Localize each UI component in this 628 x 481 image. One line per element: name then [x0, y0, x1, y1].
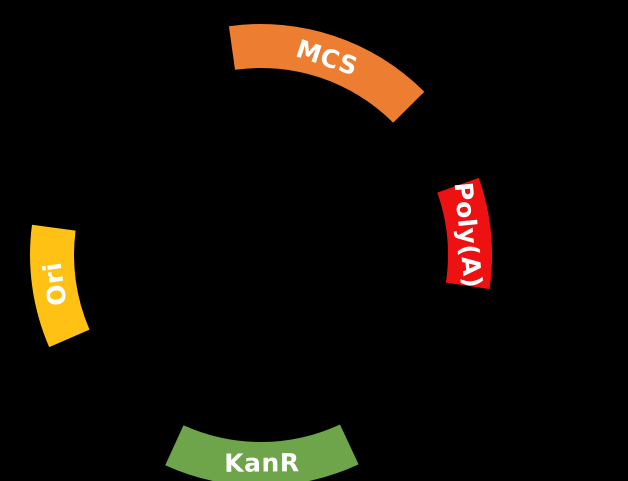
feature-arc-polya [437, 177, 493, 290]
feature-arc-mcs [228, 23, 425, 123]
feature-arc-kanr [165, 424, 359, 481]
feature-label-kanr: KanR [224, 448, 299, 477]
feature-label-ori: Ori [38, 260, 73, 307]
feature-arc-ori [30, 224, 90, 348]
